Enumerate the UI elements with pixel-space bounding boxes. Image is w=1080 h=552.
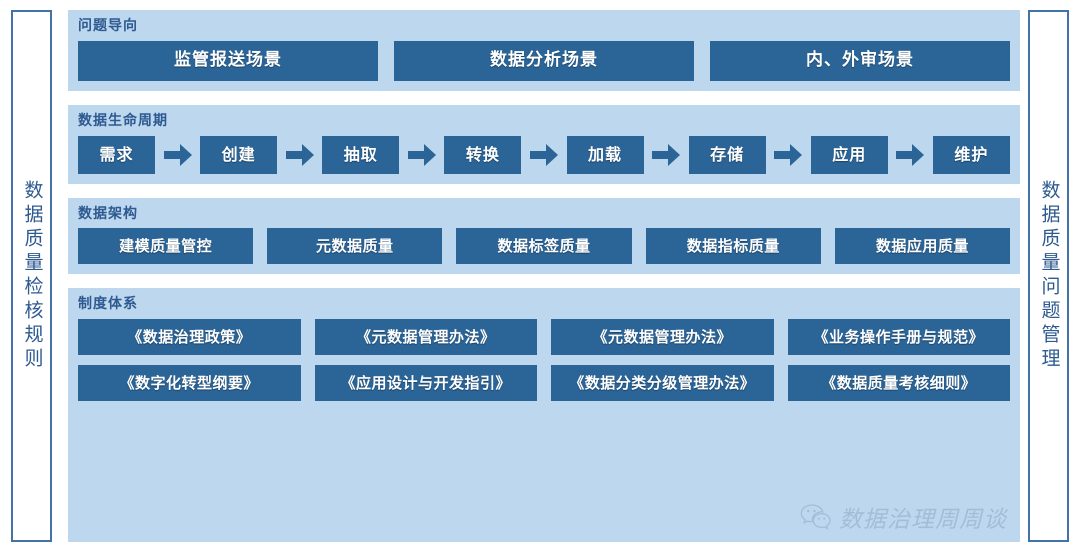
policy-row-1: 《数据治理政策》 《元数据管理办法》 《元数据管理办法》 《业务操作手册与规范》 (78, 319, 1010, 356)
arch-chip-metadata-quality[interactable]: 元数据质量 (267, 228, 443, 265)
section-data-architecture: 数据架构 建模质量管控 元数据质量 数据标签质量 数据指标质量 数据应用质量 (68, 197, 1020, 275)
section-problem-orientation: 问题导向 监管报送场景 数据分析场景 内、外审场景 (68, 10, 1020, 91)
lifecycle-chip-requirement[interactable]: 需求 (78, 135, 155, 174)
lifecycle-chip-maintain[interactable]: 维护 (932, 135, 1010, 174)
lifecycle-chip-create[interactable]: 创建 (200, 135, 278, 174)
arrow-right-icon (895, 142, 925, 168)
section-gap-2 (68, 184, 1020, 198)
arch-chip-application-quality[interactable]: 数据应用质量 (834, 228, 1011, 265)
lifecycle-chip-store[interactable]: 存储 (688, 135, 766, 174)
arrow-right-icon (529, 142, 559, 168)
arrow-right-icon (285, 142, 315, 168)
arch-chip-tag-quality[interactable]: 数据标签质量 (456, 228, 632, 265)
lifecycle-row: 需求 创建 抽取 转换 加载 (78, 135, 1010, 174)
arch-chip-modeling-quality[interactable]: 建模质量管控 (78, 228, 254, 265)
policy-chip-metadata-measures-1[interactable]: 《元数据管理办法》 (314, 319, 537, 356)
section-policy-system: 制度体系 《数据治理政策》 《元数据管理办法》 《元数据管理办法》 《业务操作手… (68, 288, 1020, 542)
scenario-chip-regulatory[interactable]: 监管报送场景 (78, 40, 378, 81)
section-title-problem-orientation: 问题导向 (78, 18, 138, 34)
policy-row-2: 《数字化转型纲要》 《应用设计与开发指引》 《数据分类分级管理办法》 《数据质量… (78, 365, 1010, 402)
policy-chip-digital-transformation[interactable]: 《数字化转型纲要》 (78, 365, 301, 402)
policy-chip-business-manual[interactable]: 《业务操作手册与规范》 (787, 319, 1010, 356)
arrow-right-icon (163, 142, 193, 168)
scenario-chip-analysis[interactable]: 数据分析场景 (394, 40, 694, 81)
section-title-data-architecture: 数据架构 (78, 205, 138, 222)
architecture-row: 建模质量管控 元数据质量 数据标签质量 数据指标质量 数据应用质量 (78, 228, 1011, 265)
right-rail-label: 数据质量问题管理 (1038, 180, 1061, 372)
arrow-right-icon (407, 142, 437, 168)
section-gap-3 (68, 274, 1020, 288)
left-rail: 数据质量检核规则 (11, 10, 52, 542)
section-title-policy-system: 制度体系 (78, 296, 138, 313)
arrow-right-icon (773, 142, 803, 168)
policy-chip-metadata-measures-2[interactable]: 《元数据管理办法》 (551, 319, 774, 356)
right-rail: 数据质量问题管理 (1028, 10, 1069, 542)
policy-chip-quality-assessment[interactable]: 《数据质量考核细则》 (787, 365, 1010, 402)
policy-chip-app-design-guideline[interactable]: 《应用设计与开发指引》 (314, 365, 537, 402)
policy-chip-governance-policy[interactable]: 《数据治理政策》 (78, 319, 301, 356)
main-board: 问题导向 监管报送场景 数据分析场景 内、外审场景 数据生命周期 需求 创建 抽… (68, 10, 1020, 542)
lifecycle-chip-transform[interactable]: 转换 (444, 135, 522, 174)
scenario-chip-audit[interactable]: 内、外审场景 (710, 40, 1010, 81)
lifecycle-chip-load[interactable]: 加载 (566, 135, 644, 174)
policy-chip-classification-measures[interactable]: 《数据分类分级管理办法》 (551, 365, 774, 402)
scenario-row: 监管报送场景 数据分析场景 内、外审场景 (78, 40, 1010, 81)
section-gap-1 (68, 91, 1020, 105)
left-rail-label: 数据质量检核规则 (21, 180, 44, 372)
arch-chip-indicator-quality[interactable]: 数据指标质量 (645, 228, 821, 265)
lifecycle-chip-extract[interactable]: 抽取 (322, 135, 400, 174)
section-title-data-lifecycle: 数据生命周期 (78, 112, 168, 129)
arrow-right-icon (651, 142, 681, 168)
lifecycle-chip-apply[interactable]: 应用 (810, 135, 888, 174)
section-data-lifecycle: 数据生命周期 需求 创建 抽取 转换 加载 (68, 104, 1020, 184)
